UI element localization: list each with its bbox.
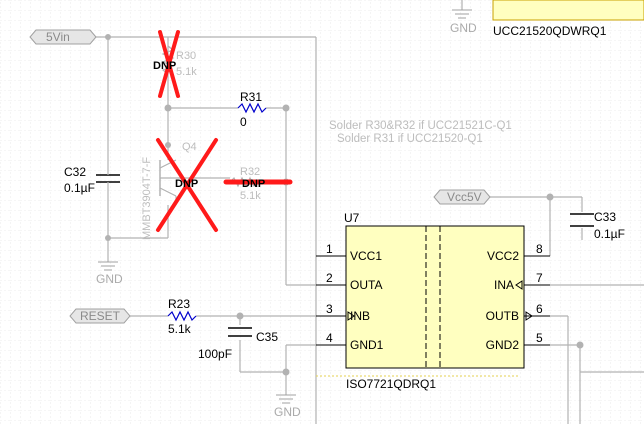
gnd-top-label: GND bbox=[450, 21, 477, 35]
ucc21520-part-label: UCC21520QDWRQ1 bbox=[493, 24, 607, 38]
port-reset-label: RESET bbox=[80, 309, 121, 323]
resistor-r30[interactable]: R30 5.1k DNP bbox=[153, 30, 197, 98]
r32-value: 5.1k bbox=[240, 190, 261, 202]
ground-symbol-left bbox=[98, 261, 118, 271]
gnd-left-label: GND bbox=[96, 272, 123, 286]
u7-pin3-num: 3 bbox=[326, 302, 333, 316]
ucc21520-part[interactable]: UCC21520QDWRQ1 bbox=[492, 0, 644, 38]
u7-ina-arrow bbox=[515, 280, 523, 290]
port-vcc5v[interactable]: Vcc5V bbox=[433, 189, 491, 205]
u7-pin7-num: 7 bbox=[536, 271, 543, 285]
u7-pin7-name: INA bbox=[494, 278, 514, 292]
solder-note-line2: Solder R31 if UCC21520-Q1 bbox=[337, 133, 483, 145]
resistor-r23[interactable]: R23 5.1k bbox=[167, 297, 197, 336]
u7-part: ISO7721QDRQ1 bbox=[346, 377, 436, 391]
capacitor-c33[interactable]: C33 0.1µF bbox=[570, 210, 625, 241]
u7-pin4-name: GND1 bbox=[350, 338, 384, 352]
r23-value: 5.1k bbox=[168, 322, 192, 336]
r32-dnp-tag: DNP bbox=[242, 178, 265, 190]
ground-symbol-top bbox=[452, 0, 472, 19]
u7-pin6-name: OUTB bbox=[486, 309, 519, 323]
r30-dnp-tag: DNP bbox=[153, 60, 176, 72]
c33-ref: C33 bbox=[594, 210, 616, 224]
r30-ref: R30 bbox=[176, 50, 196, 62]
capacitor-c32[interactable]: C32 0.1µF bbox=[64, 160, 120, 196]
u7-pin8-num: 8 bbox=[536, 242, 543, 256]
q4-part-label: MMBT3904T-7-F bbox=[141, 157, 153, 240]
r32-ref: R32 bbox=[240, 166, 260, 178]
port-5vin[interactable]: 5Vin bbox=[29, 29, 97, 45]
ground-symbol-bottom bbox=[276, 394, 296, 404]
c35-value: 100pF bbox=[198, 347, 232, 361]
transistor-q4[interactable]: Q4 DNP MMBT3904T-7-F bbox=[141, 138, 230, 240]
u7-pin6-num: 6 bbox=[536, 302, 543, 316]
r23-ref: R23 bbox=[168, 297, 190, 311]
u7-pin1-num: 1 bbox=[326, 242, 333, 256]
r31-value: 0 bbox=[240, 115, 247, 129]
r30-value: 5.1k bbox=[176, 66, 197, 78]
resistor-r32[interactable]: R32 5.1k DNP bbox=[223, 166, 293, 202]
u7-ref: U7 bbox=[344, 211, 360, 225]
u7-pin5-name: GND2 bbox=[486, 338, 520, 352]
c32-value: 0.1µF bbox=[64, 181, 95, 195]
c33-value: 0.1µF bbox=[594, 227, 625, 241]
u7-pin5-num: 5 bbox=[536, 331, 543, 345]
u7-pin4-num: 4 bbox=[326, 331, 333, 345]
port-vcc5v-label: Vcc5V bbox=[447, 190, 482, 204]
c32-ref: C32 bbox=[64, 165, 86, 179]
u7-pin2-name: OUTA bbox=[350, 278, 382, 292]
r31-ref: R31 bbox=[240, 90, 262, 104]
gnd-bottom-label: GND bbox=[274, 405, 301, 419]
solder-note-line1: Solder R30&R32 if UCC21521C-Q1 bbox=[329, 120, 512, 132]
resistor-r31[interactable]: R31 0 bbox=[237, 90, 267, 129]
q4-dnp-tag: DNP bbox=[175, 178, 198, 190]
port-5vin-label: 5Vin bbox=[46, 30, 70, 44]
port-reset[interactable]: RESET bbox=[69, 308, 131, 324]
u7-inb-arrow bbox=[347, 311, 355, 321]
u7-pin2-num: 2 bbox=[326, 271, 333, 285]
u7-pin3-name: INB bbox=[350, 309, 370, 323]
c35-ref: C35 bbox=[256, 330, 278, 344]
capacitor-c35[interactable]: C35 100pF bbox=[198, 327, 278, 361]
u7-outb-arrow bbox=[525, 311, 533, 321]
u7-pin8-name: VCC2 bbox=[487, 249, 519, 263]
ic-u7[interactable]: U7 ISO7721QDRQ1 1 2 3 4 8 7 6 5 VCC1 OUT… bbox=[316, 211, 550, 391]
q4-ref: Q4 bbox=[182, 141, 197, 153]
u7-pin1-name: VCC1 bbox=[350, 249, 382, 263]
